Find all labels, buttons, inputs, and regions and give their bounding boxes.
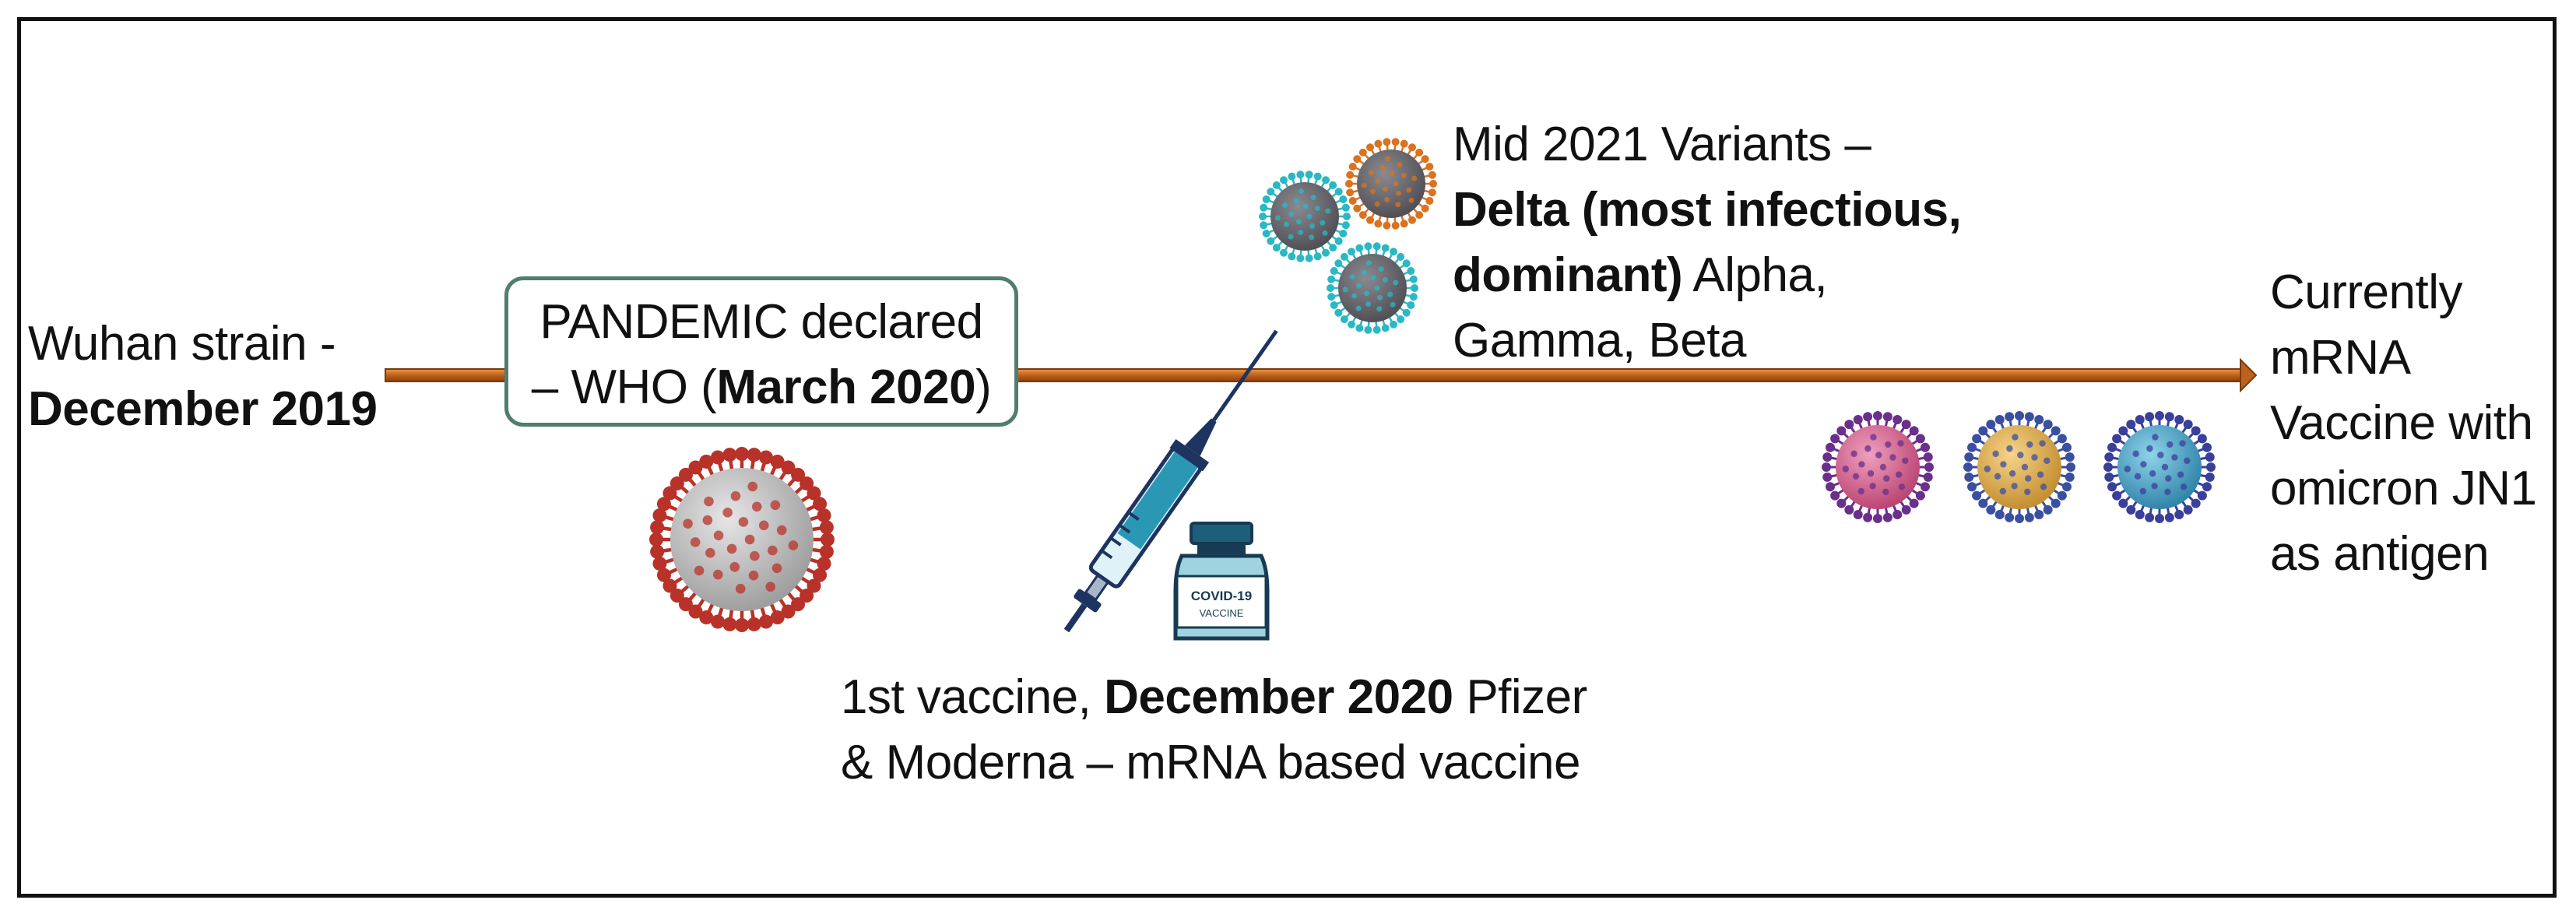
wuhan-date: December 2019 [28, 382, 378, 436]
pandemic-date: March 2020 [716, 360, 976, 414]
variants-dominant: dominant) [1453, 248, 1683, 302]
omicron-virus-icon [1822, 411, 2216, 523]
omicron-virus-blue [2103, 411, 2216, 523]
variants-delta: Delta (most infectious, [1453, 183, 1962, 237]
syringe-icon [1063, 329, 1278, 633]
current-line-1: Currently [2270, 265, 2463, 319]
variants-alpha: Alpha, [1682, 248, 1828, 302]
coronavirus-red-icon [649, 447, 835, 632]
pandemic-who: – WHO ( [531, 360, 717, 414]
coronavirus-red [649, 447, 835, 632]
vaccine-pre: 1st vaccine, [841, 670, 1105, 724]
vaccine-line2: & Moderna – mRNA based vaccine [841, 736, 1580, 789]
current-line-2: mRNA [2270, 331, 2411, 385]
milestone-vaccine: 1st vaccine, December 2020 Pfizer & Mode… [841, 665, 1619, 796]
variant-virus-icon [1259, 138, 1437, 334]
milestone-wuhan: Wuhan strain - December 2019 [28, 311, 394, 442]
variant-virus-orange [1345, 138, 1437, 230]
current-line-5: as antigen [2270, 527, 2490, 581]
current-line-3: Vaccine with [2270, 396, 2533, 450]
vial-label-line2: VACCINE [1200, 607, 1244, 619]
variant-virus-teal-2 [1327, 242, 1418, 334]
wuhan-line1: Wuhan strain - [28, 317, 336, 371]
pandemic-line1: PANDEMIC declared [539, 295, 983, 349]
variant-virus-teal-1 [1259, 170, 1351, 262]
pandemic-line2: – WHO (March 2020) [508, 355, 1014, 420]
variants-line1: Mid 2021 Variants – [1453, 118, 1871, 171]
milestone-current: Currently mRNA Vaccine with omicron JN1 … [2270, 260, 2558, 587]
milestone-variants: Mid 2021 Variants – Delta (most infectio… [1453, 112, 2013, 374]
pandemic-box: PANDEMIC declared – WHO (March 2020) [504, 276, 1018, 427]
variants-line4: Gamma, Beta [1453, 314, 1746, 367]
vaccine-post: Pfizer [1453, 670, 1587, 724]
omicron-virus-yellow [1963, 411, 2075, 523]
vial-label-line1: COVID-19 [1191, 589, 1252, 603]
vaccine-vial-icon: COVID-19 VACCINE [1173, 522, 1270, 641]
vaccine-date: December 2020 [1104, 670, 1453, 724]
omicron-virus-pink [1822, 411, 1934, 523]
current-line-4: omicron JN1 [2270, 462, 2537, 515]
pandemic-close: ) [975, 360, 992, 414]
